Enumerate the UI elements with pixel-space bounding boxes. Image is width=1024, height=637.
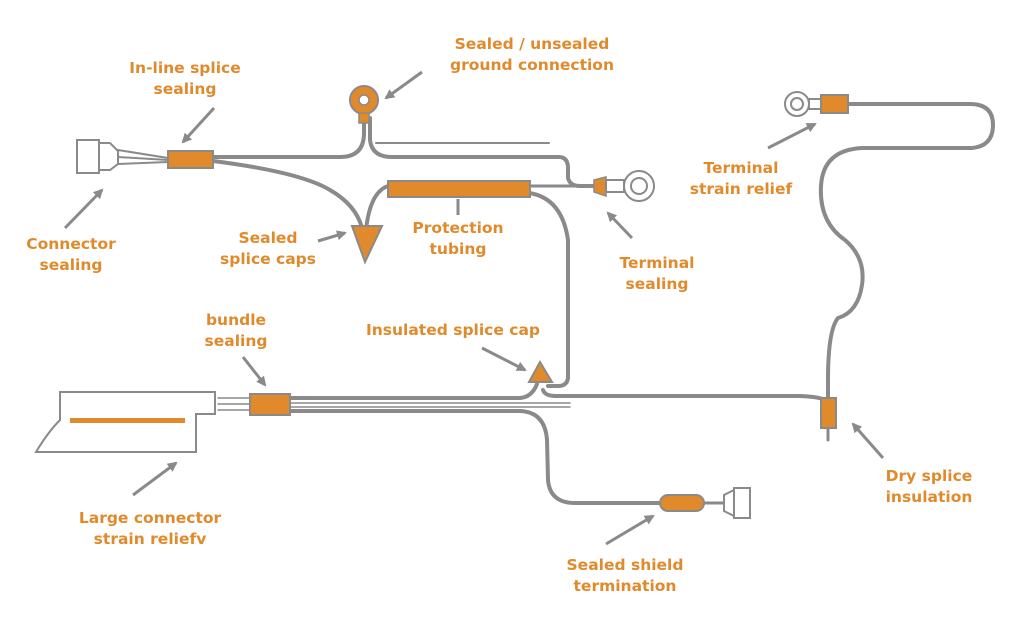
arrow-bundle-sealing	[241, 356, 267, 387]
connector-wire-1	[117, 149, 169, 159]
label-sealed-splice-caps: Sealed splice caps	[219, 229, 317, 268]
label-terminal-sealing: Terminal sealing	[619, 254, 695, 293]
label-terminal-strain-relief: Terminal strain relief	[689, 159, 793, 198]
arrow-splice-caps	[317, 230, 347, 243]
label-dry-splice-insulation: Dry splice insulation	[885, 467, 973, 506]
ground-ring-terminal	[349, 85, 379, 124]
label-insulated-splice-cap: Insulated splice cap	[365, 321, 541, 339]
wire-tubing-left	[364, 184, 390, 232]
label-connector-sealing: Connector sealing	[26, 235, 116, 274]
arrow-shield-termination	[605, 514, 655, 546]
wire-to-splice-cap	[211, 159, 364, 230]
arrow-dry-splice	[851, 422, 885, 459]
wire-right-long	[541, 388, 830, 406]
wire-ground-to-terminal	[368, 116, 596, 188]
shield-connector	[723, 487, 751, 519]
inline-splice-sleeve	[167, 150, 214, 169]
shield-termination-sleeve	[659, 494, 705, 512]
insulated-splice-cap	[527, 359, 554, 383]
terminal-sealing-ring	[593, 170, 655, 202]
bundle-line-bot	[288, 409, 664, 505]
terminal-strain-relief-ring	[784, 91, 849, 117]
arrow-terminal-sealing	[606, 211, 634, 240]
label-inline-splice-sealing: In-line splice sealing	[129, 59, 241, 98]
dry-splice-sleeve	[820, 397, 837, 429]
label-sealed-shield-termination: Sealed shield termination	[566, 556, 684, 595]
arrow-connector-sealing	[63, 188, 104, 230]
connector-top-left	[76, 139, 119, 174]
label-protection-tubing: Protection tubing	[412, 219, 504, 258]
wires	[117, 102, 995, 505]
leader-arrows	[63, 70, 885, 546]
bundle-main-top	[288, 382, 539, 400]
arrow-insulated-cap	[481, 346, 527, 372]
arrow-large-connector	[132, 461, 178, 497]
arrow-inline-splice	[181, 106, 216, 144]
connector-wire-2	[117, 156, 169, 161]
connector-wire-3	[117, 161, 169, 165]
wire-main-upper	[211, 113, 366, 159]
sealed-splice-cap	[350, 225, 384, 265]
label-large-connector-strain-relief: Large connector strain reliefv	[78, 509, 222, 548]
wire-tubing-down	[527, 191, 570, 388]
label-ground-connection: Sealed / unsealed ground connection	[450, 35, 614, 74]
arrow-terminal-strain	[767, 122, 817, 150]
large-connector-strain-relief	[70, 418, 185, 423]
wire-right-loop	[818, 102, 995, 400]
bundle-sealing-sleeve	[249, 393, 291, 416]
arrow-ground	[384, 70, 423, 100]
label-bundle-sealing: bundle sealing	[204, 311, 268, 350]
protection-tubing-sleeve	[387, 180, 531, 198]
